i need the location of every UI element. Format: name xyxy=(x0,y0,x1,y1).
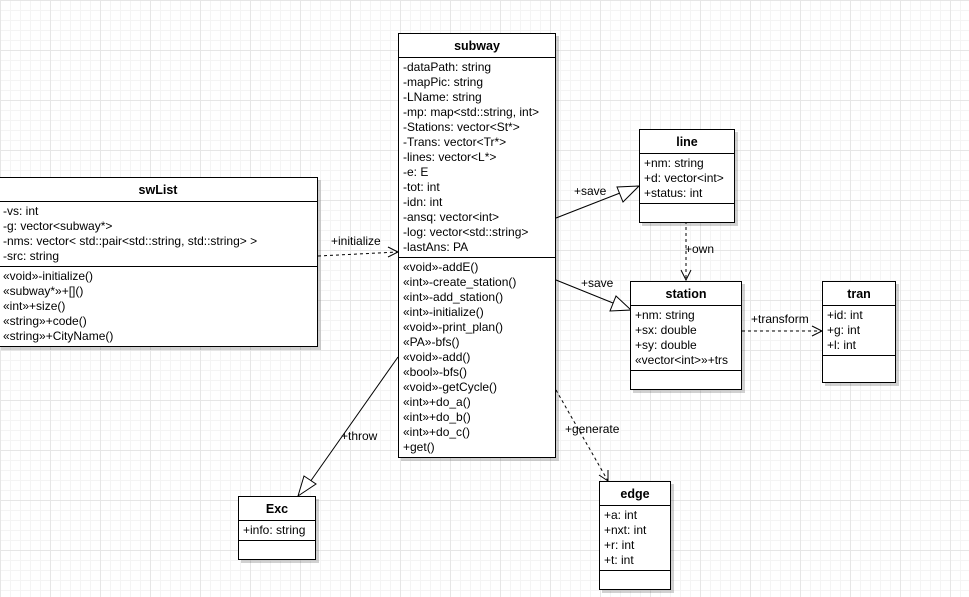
attribute-row: -mapPic: string xyxy=(403,75,484,89)
operations-compartment xyxy=(600,571,670,589)
class-name: line xyxy=(640,130,734,154)
initialize-label: +initialize xyxy=(331,234,381,248)
initialize-link xyxy=(317,251,399,257)
operation-row: «PA»-bfs() xyxy=(403,335,460,349)
attribute-row: «vector<int>»+trs xyxy=(635,353,729,367)
attribute-row: -LName: string xyxy=(403,90,482,104)
operations-compartment xyxy=(823,356,895,374)
attribute-row: +g: int xyxy=(827,323,861,337)
operations-compartment xyxy=(631,371,741,389)
class-name: Exc xyxy=(239,497,315,521)
attribute-row: +d: vector<int> xyxy=(644,171,724,185)
operation-row: +get() xyxy=(403,440,435,454)
save-station-label: +save xyxy=(581,276,614,290)
operations-compartment xyxy=(640,204,734,222)
class-tran[interactable]: tran+id: int+g: int+l: int xyxy=(822,281,896,383)
class-name: swList xyxy=(0,178,317,202)
attribute-row: -src: string xyxy=(3,249,60,263)
operations-compartment xyxy=(239,541,315,559)
attribute-row: -Trans: vector<Tr*> xyxy=(403,135,507,149)
attribute-row: +sx: double xyxy=(635,323,697,337)
class-name: station xyxy=(631,282,741,306)
operation-row: «int»+do_b() xyxy=(403,410,471,424)
attribute-row: -g: vector<subway*> xyxy=(3,219,113,233)
attribute-row: -lastAns: PA xyxy=(403,240,469,254)
attribute-row: +a: int xyxy=(604,508,638,522)
operation-row: «int»-create_station() xyxy=(403,275,517,289)
operation-row: «bool»-bfs() xyxy=(403,365,468,379)
class-name: edge xyxy=(600,482,670,506)
attributes-compartment: +nm: string+d: vector<int>+status: int xyxy=(640,154,734,204)
save-station-arrowhead xyxy=(609,295,633,312)
attribute-row: -Stations: vector<St*> xyxy=(403,120,520,134)
operation-row: «void»-addE() xyxy=(403,260,479,274)
operation-row: «subway*»+[]() xyxy=(3,284,84,298)
attribute-row: +id: int xyxy=(827,308,863,322)
attributes-compartment: +nm: string+sx: double+sy: double«vector… xyxy=(631,306,741,371)
attribute-row: -dataPath: string xyxy=(403,60,492,74)
attribute-row: -lines: vector<L*> xyxy=(403,150,497,164)
class-station[interactable]: station+nm: string+sx: double+sy: double… xyxy=(630,281,742,390)
attribute-row: +nm: string xyxy=(635,308,695,322)
save-line-label: +save xyxy=(574,184,607,198)
throw-link xyxy=(309,356,399,483)
attribute-row: -vs: int xyxy=(3,204,39,218)
operation-row: «void»-getCycle() xyxy=(403,380,498,394)
attribute-row: -log: vector<std::string> xyxy=(403,225,529,239)
operation-row: «int»-initialize() xyxy=(403,305,484,319)
operation-row: «int»+do_a() xyxy=(403,395,471,409)
class-Exc[interactable]: Exc +info: string xyxy=(238,496,316,560)
throw-label: +throw xyxy=(341,429,378,443)
save-station-link xyxy=(555,279,614,304)
class-line[interactable]: line+nm: string+d: vector<int>+status: i… xyxy=(639,129,735,223)
attribute-row: -e: E xyxy=(403,165,429,179)
attributes-compartment: +a: int+nxt: int+r: int+t: int xyxy=(600,506,670,571)
attribute-row: -idn: int xyxy=(403,195,443,209)
attribute-row: +sy: double xyxy=(635,338,697,352)
operations-compartment: «void»-initialize()«subway*»+[]()«int»+s… xyxy=(0,267,317,346)
save-line-link xyxy=(555,192,621,219)
class-name: subway xyxy=(399,34,555,58)
attributes-compartment: -dataPath: string-mapPic: string-LName: … xyxy=(399,58,555,258)
attributes-compartment: +id: int+g: int+l: int xyxy=(823,306,895,356)
operation-row: «void»-add() xyxy=(403,350,471,364)
attribute-row: +r: int xyxy=(604,538,635,552)
transform-label: +transform xyxy=(751,312,809,326)
attribute-row: -mp: map<std::string, int> xyxy=(403,105,540,119)
attributes-compartment: +info: string xyxy=(239,521,315,541)
attribute-row: +info: string xyxy=(243,523,306,537)
operation-row: «int»+size() xyxy=(3,299,66,313)
operation-row: «void»-initialize() xyxy=(3,269,94,283)
own-arrowhead xyxy=(680,269,692,282)
attribute-row: +t: int xyxy=(604,553,634,567)
attribute-row: -ansq: vector<int> xyxy=(403,210,500,224)
throw-arrowhead xyxy=(297,475,317,498)
attribute-row: +nxt: int xyxy=(604,523,647,537)
class-name: tran xyxy=(823,282,895,306)
attribute-row: -tot: int xyxy=(403,180,440,194)
attribute-row: -nms: vector< std::pair<std::string, std… xyxy=(3,234,258,248)
operation-row: «string»+CityName() xyxy=(3,329,114,343)
attribute-row: +status: int xyxy=(644,186,703,200)
class-edge[interactable]: edge+a: int+nxt: int+r: int+t: int xyxy=(599,481,671,590)
class-swList[interactable]: swList-vs: int-g: vector<subway*>-nms: v… xyxy=(0,177,318,347)
operation-row: «string»+code() xyxy=(3,314,87,328)
attribute-row: +nm: string xyxy=(644,156,704,170)
class-subway[interactable]: subway-dataPath: string-mapPic: string-L… xyxy=(398,33,556,458)
operation-row: «int»-add_station() xyxy=(403,290,504,304)
operation-row: «int»+do_c() xyxy=(403,425,471,439)
attributes-compartment: -vs: int-g: vector<subway*>-nms: vector<… xyxy=(0,202,317,267)
operation-row: «void»-print_plan() xyxy=(403,320,504,334)
own-label: +own xyxy=(685,242,715,256)
generate-label: +generate xyxy=(565,422,620,436)
attribute-row: +l: int xyxy=(827,338,857,352)
operations-compartment: «void»-addE()«int»-create_station()«int»… xyxy=(399,258,555,457)
save-line-arrowhead xyxy=(616,185,641,203)
